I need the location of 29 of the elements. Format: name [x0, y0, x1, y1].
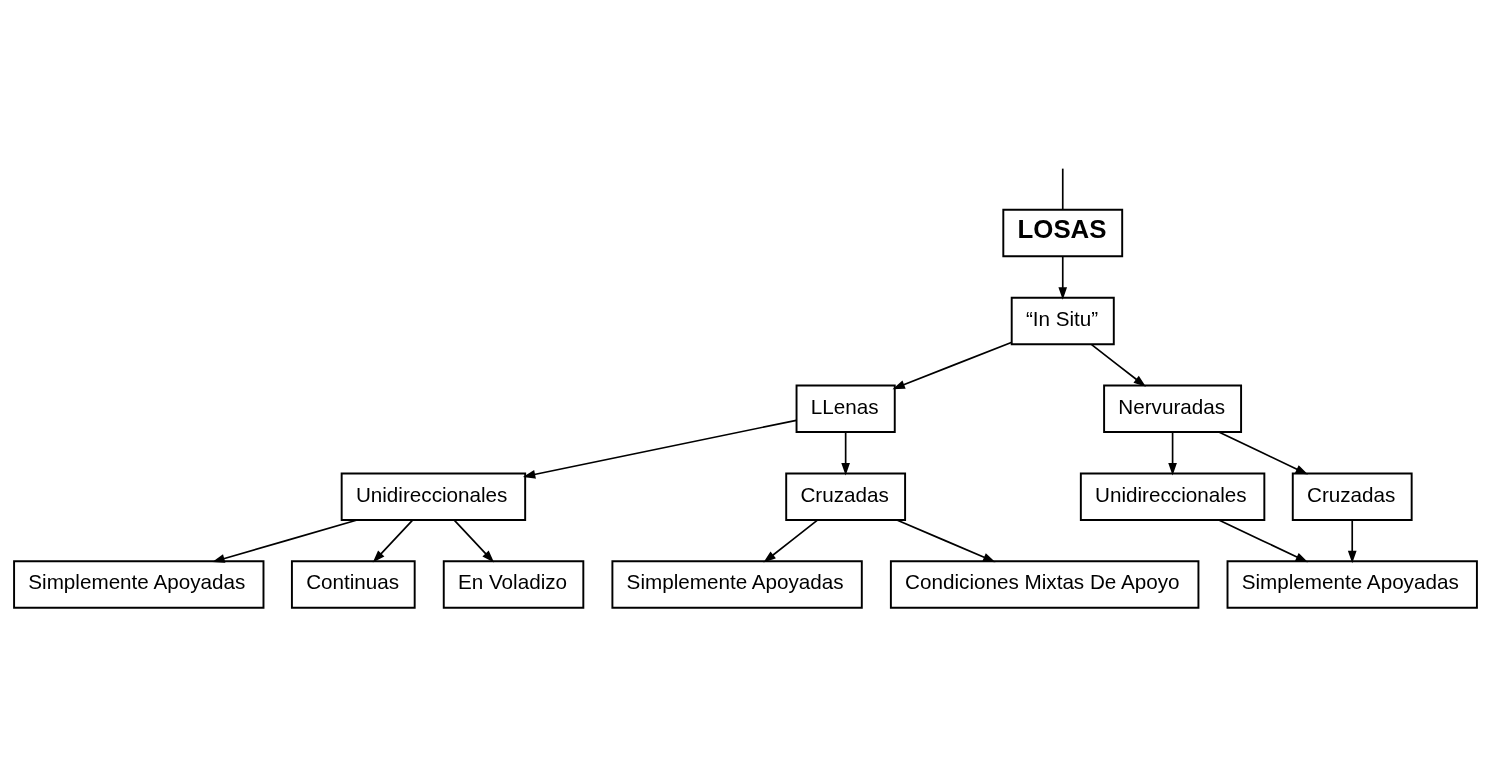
node-box: Continuas — [290, 560, 416, 609]
arrow — [1168, 431, 1177, 476]
arrow — [1347, 519, 1357, 564]
arrow — [892, 341, 1013, 390]
node-box: Simplemente Apoyadas — [611, 560, 863, 609]
arrow — [212, 519, 358, 563]
node-box: Unidireccionales — [340, 472, 527, 521]
arrow — [453, 519, 495, 563]
node-box: Condiciones Mixtas De Apoyo — [889, 560, 1200, 609]
node-box: “In Situ” — [1010, 296, 1115, 346]
arrow — [522, 419, 798, 479]
node-box: LOSAS — [1002, 208, 1124, 258]
node-box: Simplemente Apoyadas — [1226, 560, 1478, 609]
arrow — [1218, 431, 1308, 475]
arrow — [896, 519, 996, 563]
arrow — [763, 519, 818, 563]
arrow — [841, 431, 850, 476]
arrow — [372, 519, 414, 563]
node-box: Nervuradas — [1103, 384, 1243, 434]
node-box: Cruzadas — [785, 472, 907, 521]
arrow — [1058, 255, 1068, 300]
node-box: Simplemente Apoyadas — [13, 560, 265, 609]
arrow — [1090, 343, 1146, 387]
arrow — [1218, 519, 1308, 563]
node-box: Cruzadas — [1291, 472, 1413, 521]
node-box: LLenas — [795, 384, 896, 434]
node-box: En Voladizo — [442, 560, 585, 609]
node-box: Unidireccionales — [1079, 472, 1266, 521]
connector — [1061, 167, 1064, 211]
